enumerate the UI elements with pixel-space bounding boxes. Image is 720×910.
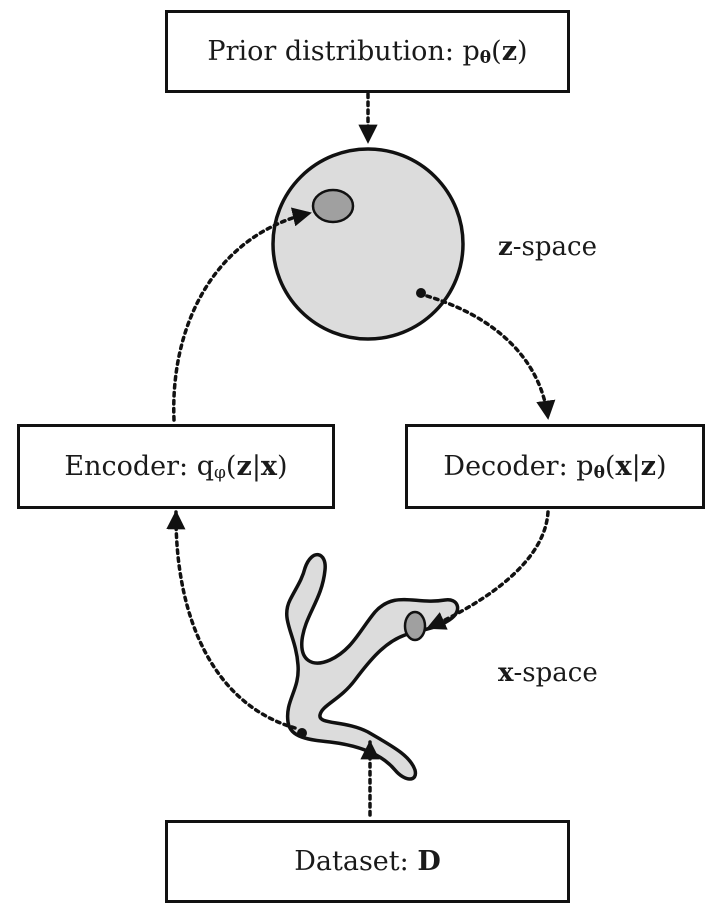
dataset-d: D [417, 846, 441, 877]
x-reconstruction-blob [403, 610, 427, 642]
x-space-var: x [498, 658, 514, 688]
decoder-to-x-arrow [426, 510, 550, 630]
prior-paren-close: ) [517, 36, 528, 67]
z-sample-dot [416, 288, 426, 298]
prior-paren-open: ( [491, 36, 502, 67]
z-space-ball [271, 147, 465, 341]
prior-theta: θ [479, 47, 492, 68]
decoder-paren-close: ) [656, 451, 667, 482]
x-space-label: x-space [498, 658, 598, 688]
z-to-decoder-arrow [425, 294, 556, 420]
encoder-paren-open: ( [225, 451, 237, 482]
encoder-phi: φ [214, 462, 226, 483]
z-space-var: z [498, 232, 513, 262]
encoder-x: x [260, 451, 278, 482]
decoder-theta: θ [593, 462, 605, 483]
encoder-to-z-arrow [172, 207, 312, 422]
encoder-bar: | [251, 451, 261, 482]
decoder-paren-open: ( [604, 451, 616, 482]
encoder-label: Encoder: q [64, 451, 215, 482]
decoder-x: x [615, 451, 632, 482]
z-space-label: z-space [498, 232, 597, 262]
x-space-manifold [285, 553, 460, 781]
encoder-z: z [236, 451, 252, 482]
z-space-rest: -space [512, 232, 597, 262]
decoder-bar: | [631, 451, 641, 482]
x-sample-dot [297, 728, 307, 738]
decoder-z: z [640, 451, 657, 482]
z-posterior-blob [311, 188, 355, 224]
prior-z: z [501, 36, 518, 67]
decoder-label: Decoder: p [443, 451, 594, 482]
dataset-label: Dataset: [294, 846, 418, 877]
dataset-box: Dataset: D [165, 820, 570, 903]
x-to-encoder-arrow [166, 510, 297, 730]
prior-label: Prior distribution: p [207, 36, 480, 67]
encoder-paren-close: ) [277, 451, 288, 482]
x-space-rest: -space [513, 658, 598, 688]
